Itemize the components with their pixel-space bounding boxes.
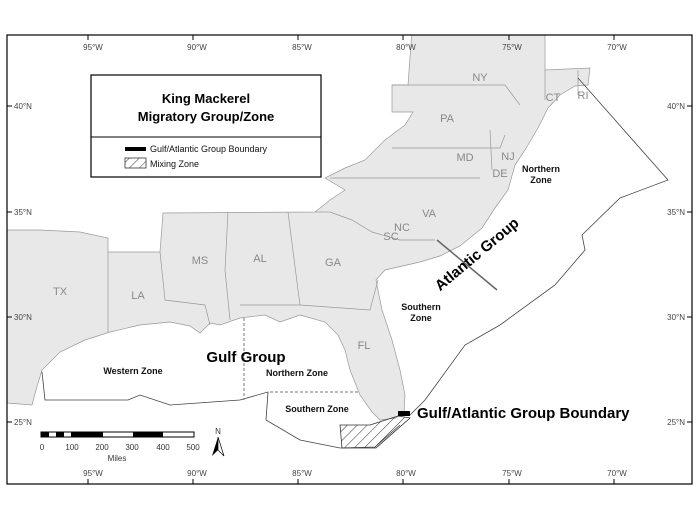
gulf-atlantic-boundary-line: [398, 411, 410, 416]
lat-tick-left: 35°N: [14, 208, 32, 217]
state-label-al: AL: [253, 253, 266, 265]
lon-tick-bottom: 85°W: [292, 469, 312, 478]
lat-tick-right: 40°N: [667, 102, 685, 111]
scale-label: 400: [156, 443, 170, 452]
legend-item-mixing-zone: Mixing Zone: [150, 159, 199, 169]
lon-tick-top: 95°W: [83, 43, 103, 52]
lat-tick-right: 30°N: [667, 313, 685, 322]
atlantic-southern-zone-label: Southern: [401, 302, 441, 312]
lon-tick-top: 85°W: [292, 43, 312, 52]
scale-label: 200: [95, 443, 109, 452]
gulf-group-label: Gulf Group: [206, 349, 285, 366]
lat-tick-left: 40°N: [14, 102, 32, 111]
lon-tick-bottom: 80°W: [396, 469, 416, 478]
gulf-southern-zone-label: Southern Zone: [285, 404, 349, 414]
state-label-md: MD: [456, 152, 473, 164]
atlantic-northern-zone-label: Zone: [530, 175, 552, 185]
state-label-nj: NJ: [501, 151, 514, 163]
legend-title: King Mackerel: [162, 91, 250, 106]
north-label: N: [215, 427, 221, 436]
scale-label: 0: [40, 443, 45, 452]
lon-tick-top: 70°W: [607, 43, 627, 52]
boundary-line-swatch: [125, 147, 146, 151]
legend-subtitle: Migratory Group/Zone: [138, 109, 275, 124]
graticule-ticks: [7, 35, 692, 484]
lon-tick-top: 90°W: [187, 43, 207, 52]
lat-tick-right: 25°N: [667, 418, 685, 427]
lat-tick-right: 35°N: [667, 208, 685, 217]
scale-label: 500: [186, 443, 200, 452]
lon-tick-top: 80°W: [396, 43, 416, 52]
state-label-ct: CT: [546, 92, 561, 104]
atlantic-northern-zone-label: Northern: [522, 164, 560, 174]
gulf-northern-zone-label: Northern Zone: [266, 368, 328, 378]
state-label-de: DE: [492, 168, 507, 180]
lat-tick-left: 30°N: [14, 313, 32, 322]
lon-tick-bottom: 95°W: [83, 469, 103, 478]
lon-tick-bottom: 70°W: [607, 469, 627, 478]
mixing-zone: [339, 415, 411, 449]
lon-tick-bottom: 90°W: [187, 469, 207, 478]
map-frame: [6, 34, 693, 485]
state-label-nc: NC: [394, 222, 410, 234]
state-label-ny: NY: [472, 72, 488, 84]
scale-label: 100: [65, 443, 79, 452]
state-label-tx: TX: [53, 286, 68, 298]
lat-tick-left: 25°N: [14, 418, 32, 427]
lon-tick-top: 75°W: [502, 43, 522, 52]
legend-item-boundary: Gulf/Atlantic Group Boundary: [150, 144, 268, 154]
atlantic-southern-zone-label: Zone: [410, 313, 432, 323]
scale-unit: Miles: [108, 454, 127, 463]
state-label-pa: PA: [440, 113, 455, 125]
gulf-atlantic-boundary-label: Gulf/Atlantic Group Boundary: [417, 405, 630, 422]
state-label-ga: GA: [325, 257, 342, 269]
atlantic-zone-divider: [436, 239, 498, 291]
state-label-va: VA: [422, 208, 437, 220]
scale-bar: 0 100 200 300 400 500 Miles: [40, 431, 200, 463]
legend: King Mackerel Migratory Group/Zone Gulf/…: [90, 74, 322, 178]
mixing-zone-swatch: [124, 157, 147, 169]
north-arrow-icon: N: [212, 427, 225, 457]
state-label-ri: RI: [578, 90, 589, 102]
state-label-fl: FL: [358, 340, 371, 352]
state-label-la: LA: [131, 290, 145, 302]
gulf-western-zone-label: Western Zone: [103, 366, 162, 376]
scale-label: 300: [125, 443, 139, 452]
land: [7, 35, 591, 421]
state-borders: [107, 70, 579, 332]
state-label-sc: SC: [383, 231, 398, 243]
lon-tick-bottom: 75°W: [502, 469, 522, 478]
state-label-ms: MS: [192, 255, 209, 267]
atlantic-zone-boundary: [409, 77, 669, 416]
